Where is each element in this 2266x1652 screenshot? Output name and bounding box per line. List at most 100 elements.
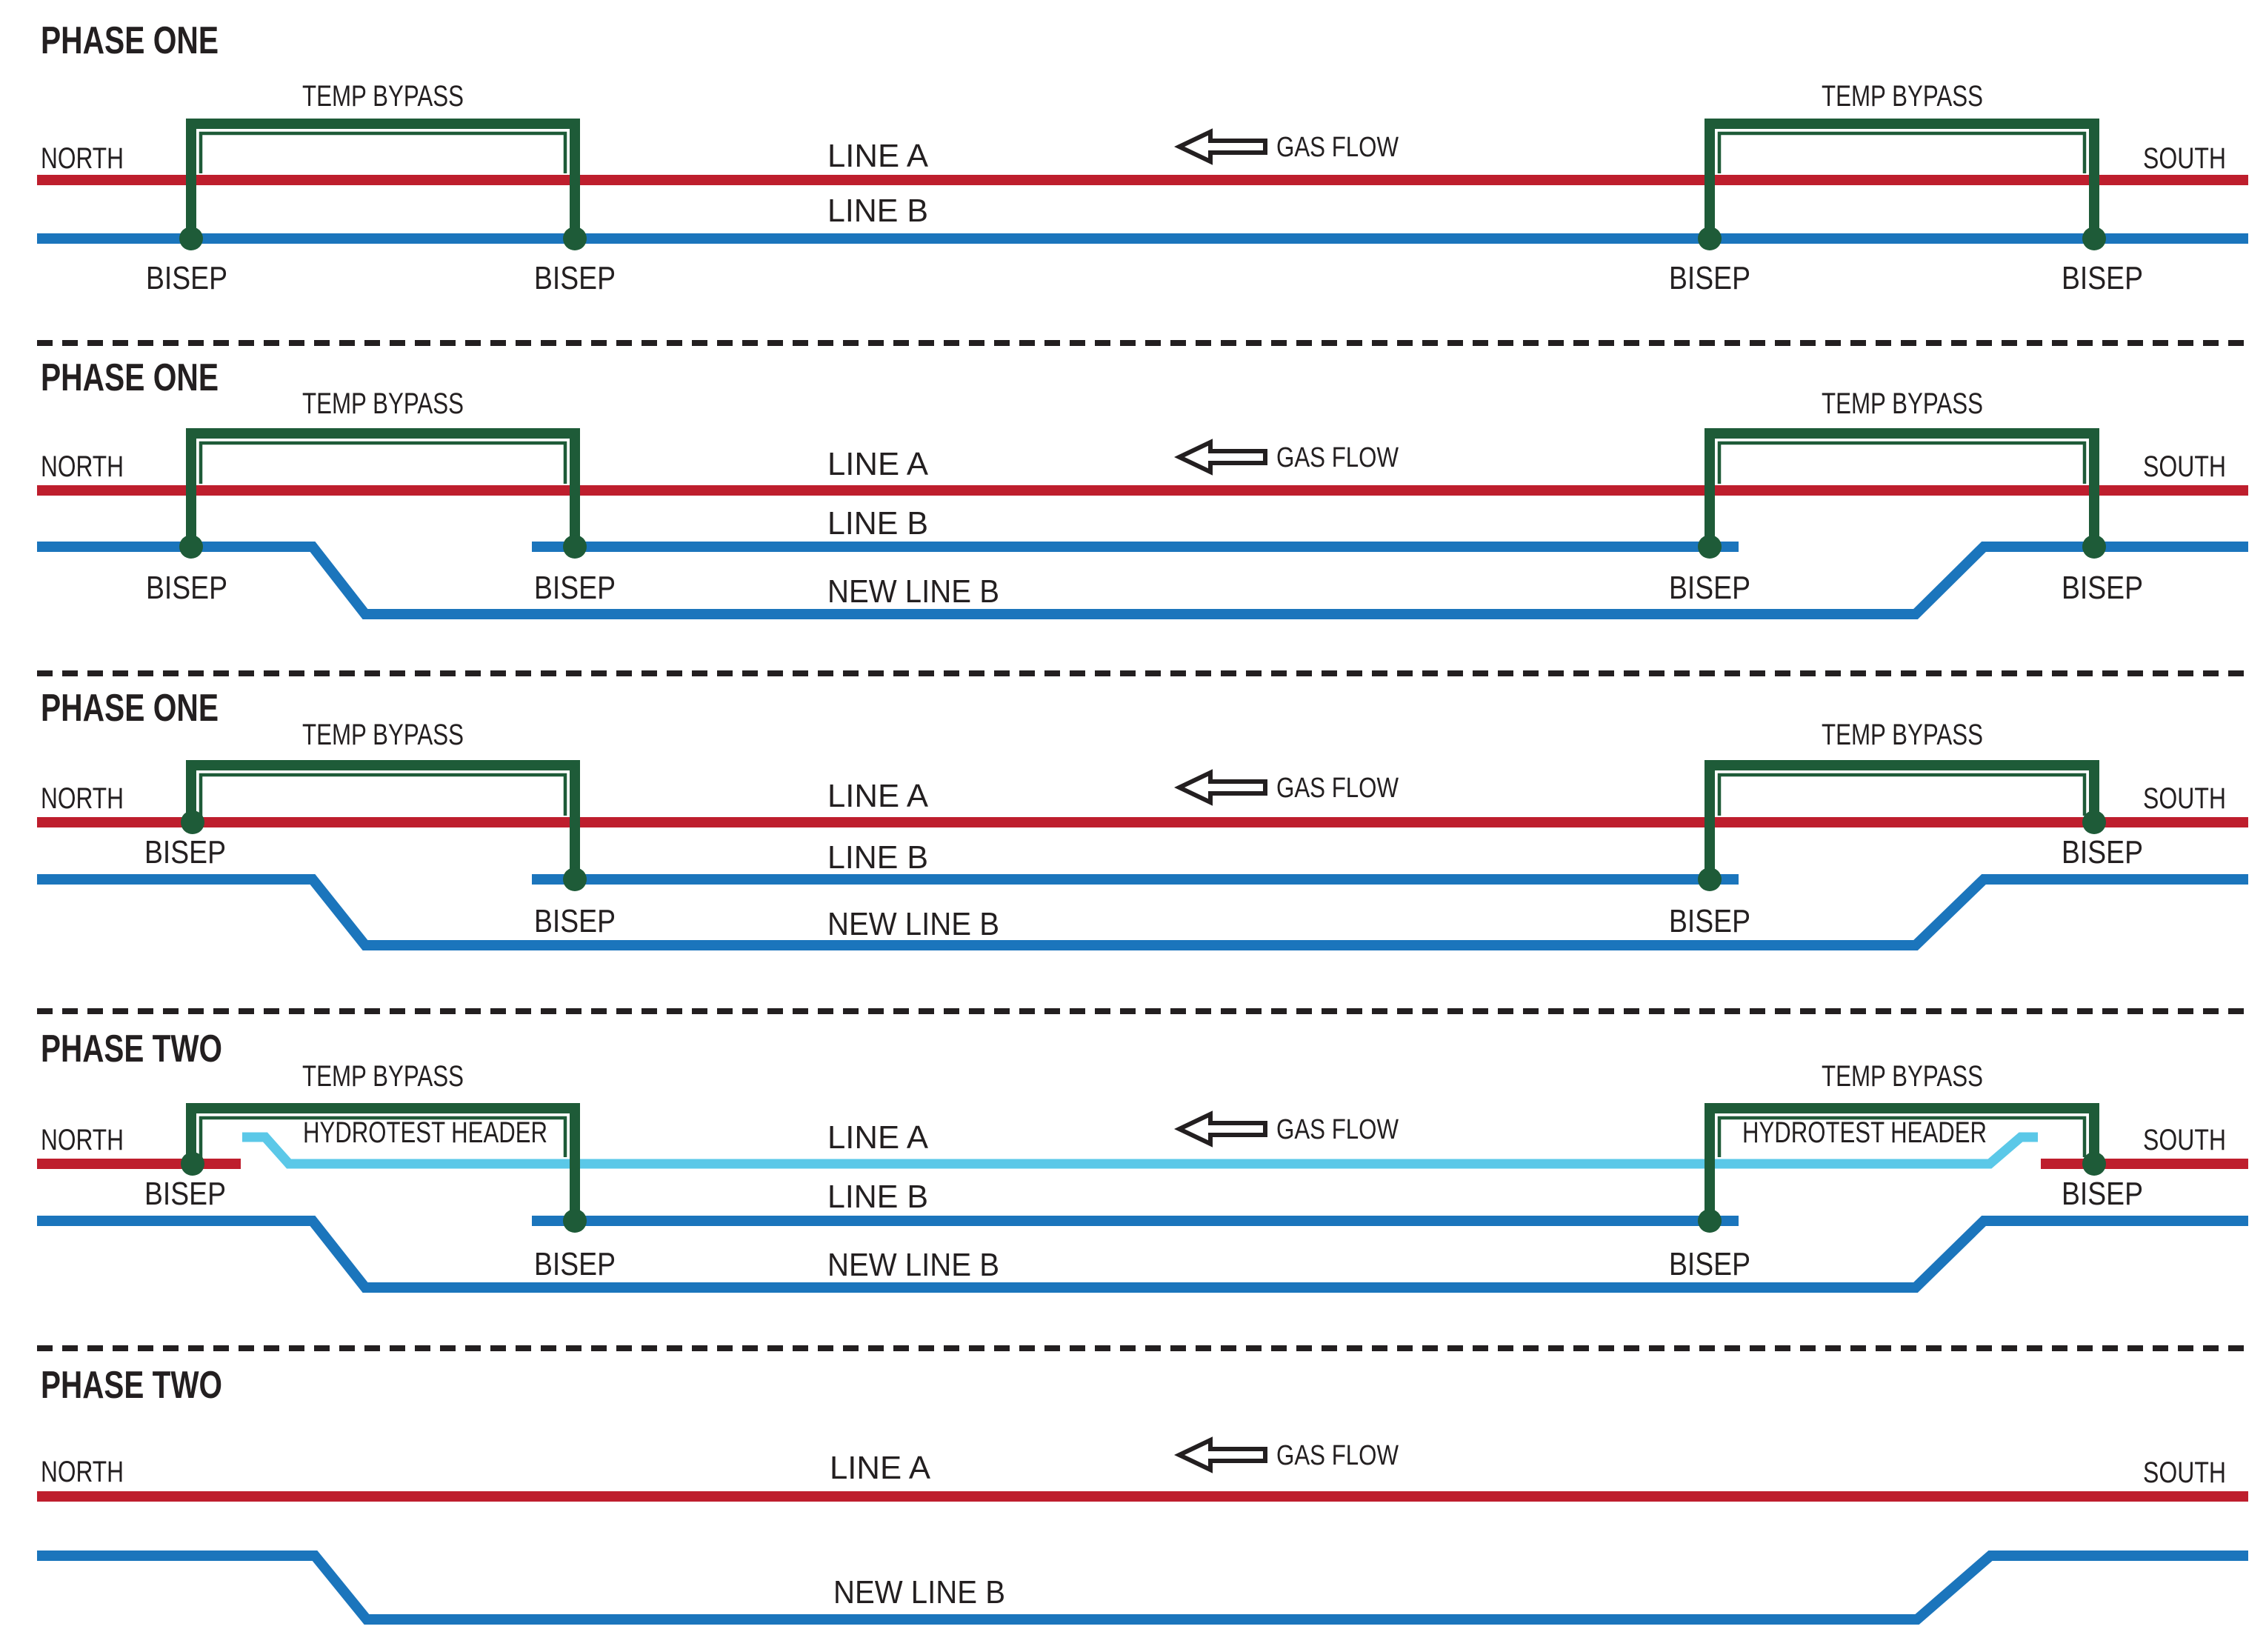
gas-flow-label: GAS FLOW: [1276, 773, 1399, 804]
bisep-dot: [1698, 867, 1722, 891]
hydrotest-header-pipe: [242, 1132, 2038, 1169]
temp-bypass-label: TEMP BYPASS: [1822, 719, 1983, 751]
temp-bypass-left-inner-line: [199, 773, 567, 816]
temp-bypass-right-inner-line: [1717, 131, 2087, 173]
line-a-label: LINE A: [827, 138, 929, 174]
temp-bypass-label: TEMP BYPASS: [1822, 387, 1983, 420]
north-label: NORTH: [41, 1456, 124, 1488]
south-label: SOUTH: [2143, 142, 2226, 175]
hydrotest-header-label: HYDROTEST HEADER: [303, 1116, 547, 1149]
south-label: SOUTH: [2143, 782, 2226, 815]
bisep-dot: [563, 867, 587, 891]
bisep-dot: [563, 535, 587, 559]
line-b-label: LINE B: [827, 193, 928, 229]
temp-bypass-label: TEMP BYPASS: [302, 1060, 464, 1093]
bisep-dot: [179, 227, 203, 250]
gas-flow-arrow-icon: [1174, 1436, 1267, 1473]
temp-bypass-right-inner-line: [1717, 441, 2087, 484]
line-b-label: LINE B: [827, 505, 928, 542]
line-a-label: LINE A: [830, 1450, 931, 1486]
bisep-label: BISEP: [1669, 260, 1750, 296]
bisep-label: BISEP: [534, 903, 616, 939]
bisep-dot: [181, 1152, 204, 1176]
north-label: NORTH: [41, 450, 124, 483]
temp-bypass-right-pipe: [1705, 1103, 2099, 1221]
temp-bypass-label: TEMP BYPASS: [302, 387, 464, 420]
line-a-label: LINE A: [827, 1119, 929, 1156]
bisep-label: BISEP: [2062, 260, 2143, 296]
line-b-new-line-b-pipe: [37, 1216, 2248, 1293]
bisep-label: BISEP: [1669, 570, 1750, 606]
south-label: SOUTH: [2143, 1124, 2226, 1156]
line-a-label: LINE A: [827, 778, 929, 814]
bisep-label: BISEP: [2062, 834, 2143, 870]
bisep-label: BISEP: [146, 570, 227, 606]
bisep-label: BISEP: [1669, 903, 1750, 939]
temp-bypass-left-inner-line: [199, 1116, 567, 1157]
gas-flow-label: GAS FLOW: [1276, 442, 1399, 473]
bisep-dot: [181, 810, 204, 834]
north-label: NORTH: [41, 142, 124, 175]
temp-bypass-left-pipe: [186, 428, 580, 547]
panel-5-phase-two: PHASE TWO NORTH SOUTH LINE A GAS FLOW NE…: [37, 1364, 2248, 1625]
new-line-b-label: NEW LINE B: [833, 1574, 1005, 1611]
bisep-label: BISEP: [2062, 1176, 2143, 1212]
bisep-label: BISEP: [534, 1246, 616, 1282]
temp-bypass-label: TEMP BYPASS: [1822, 80, 1983, 113]
line-b-label: LINE B: [827, 839, 928, 876]
panel-3-phase-one: PHASE ONE TEMP BYPASS TEMP BYPASS NORTH …: [37, 687, 2248, 950]
temp-bypass-label: TEMP BYPASS: [302, 719, 464, 751]
gas-flow-label: GAS FLOW: [1276, 1114, 1399, 1145]
gas-flow-arrow-icon: [1174, 1110, 1267, 1148]
gas-flow-label: GAS FLOW: [1276, 1440, 1399, 1471]
temp-bypass-label: TEMP BYPASS: [1822, 1060, 1983, 1093]
temp-bypass-left-inner-line: [199, 441, 567, 484]
new-line-b-label: NEW LINE B: [827, 906, 999, 942]
gas-flow-label: GAS FLOW: [1276, 132, 1399, 163]
temp-bypass-left-inner-line: [199, 131, 567, 173]
temp-bypass-right-inner-line: [1717, 773, 2087, 816]
bisep-dot: [1698, 535, 1722, 559]
phase-title: PHASE TWO: [41, 1364, 222, 1407]
north-label: NORTH: [41, 1124, 124, 1156]
new-line-b-label: NEW LINE B: [827, 1247, 999, 1283]
gas-flow-arrow-icon: [1174, 769, 1267, 806]
temp-bypass-left-pipe: [186, 1103, 580, 1221]
bisep-label: BISEP: [146, 260, 227, 296]
temp-bypass-right-pipe: [1705, 119, 2099, 239]
bisep-dot: [2082, 227, 2106, 250]
bisep-dot: [563, 227, 587, 250]
bisep-label: BISEP: [534, 260, 616, 296]
temp-bypass-left-pipe: [186, 119, 580, 239]
phase-title: PHASE TWO: [41, 1027, 222, 1070]
line-b-new-line-b-pipe: [37, 874, 2248, 950]
phase-title: PHASE ONE: [41, 687, 219, 730]
gas-flow-arrow-icon: [1174, 439, 1267, 476]
bisep-label: BISEP: [1669, 1246, 1750, 1282]
hydrotest-header-label: HYDROTEST HEADER: [1742, 1116, 1987, 1149]
bisep-label: BISEP: [2062, 570, 2143, 606]
panel-1-phase-one: PHASE ONE TEMP BYPASS TEMP BYPASS NORTH …: [37, 19, 2248, 296]
panel-4-phase-two: PHASE TWO TEMP BYPASS TEMP BYPASS HYDROT…: [37, 1027, 2248, 1293]
bisep-label: BISEP: [534, 570, 616, 606]
temp-bypass-label: TEMP BYPASS: [302, 80, 464, 113]
temp-bypass-right-inner-line: [1717, 1116, 2087, 1157]
phase-title: PHASE ONE: [41, 356, 219, 399]
new-line-b-pipe: [37, 1551, 2248, 1625]
bisep-dot: [2082, 1152, 2106, 1176]
line-b-new-line-b-pipe: [37, 542, 2248, 619]
bisep-dot: [179, 535, 203, 559]
line-b-label: LINE B: [827, 1179, 928, 1215]
bisep-dot: [1698, 1209, 1722, 1233]
line-a-label: LINE A: [827, 446, 929, 482]
south-label: SOUTH: [2143, 450, 2226, 483]
bisep-dot: [563, 1209, 587, 1233]
temp-bypass-right-pipe: [1705, 428, 2099, 547]
panel-2-phase-one: PHASE ONE TEMP BYPASS TEMP BYPASS NORTH …: [37, 356, 2248, 619]
south-label: SOUTH: [2143, 1456, 2226, 1489]
phase-title: PHASE ONE: [41, 19, 219, 62]
temp-bypass-right-pipe: [1705, 760, 2099, 879]
bisep-dot: [2082, 535, 2106, 559]
temp-bypass-left-pipe: [186, 760, 580, 879]
